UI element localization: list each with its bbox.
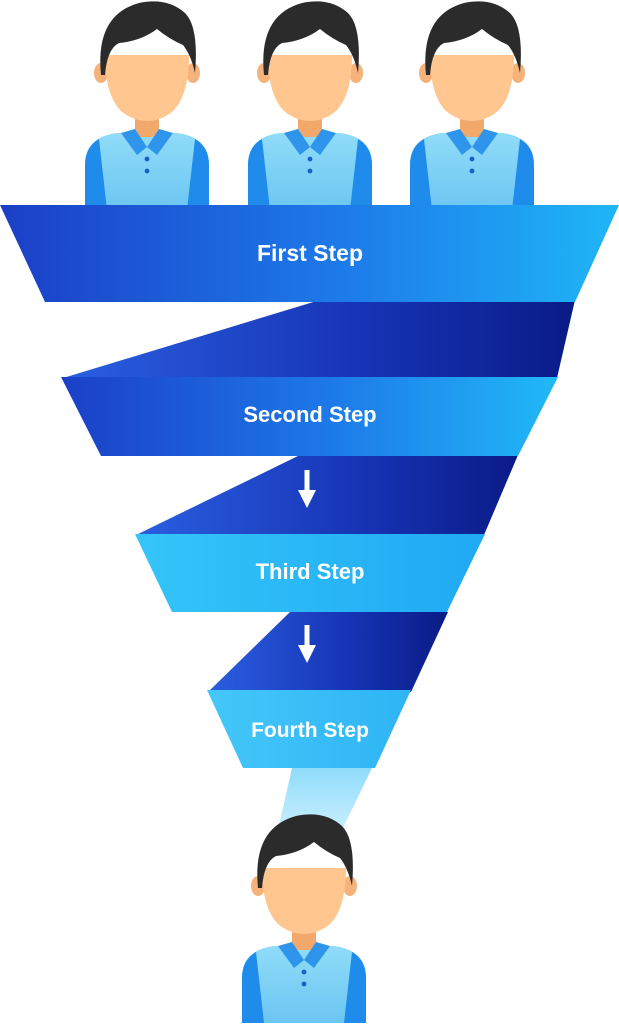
step-label-3: Third Step (256, 559, 365, 584)
person-icon (410, 1, 534, 210)
step-label-1: First Step (257, 240, 363, 266)
funnel-band-3 (135, 534, 485, 612)
step-label-2: Second Step (243, 402, 376, 427)
person-icon (242, 814, 366, 1023)
step-label-4: Fourth Step (251, 719, 369, 742)
connector-4-person (278, 768, 372, 830)
person-icon (85, 1, 209, 210)
connector-1-2 (63, 300, 575, 378)
person-icon (248, 1, 372, 210)
connector-3-4 (208, 612, 448, 692)
funnel-band-4 (207, 690, 411, 768)
connector-2-3 (136, 455, 518, 535)
funnel-band-1 (0, 205, 619, 302)
funnel-band-2 (61, 377, 558, 456)
